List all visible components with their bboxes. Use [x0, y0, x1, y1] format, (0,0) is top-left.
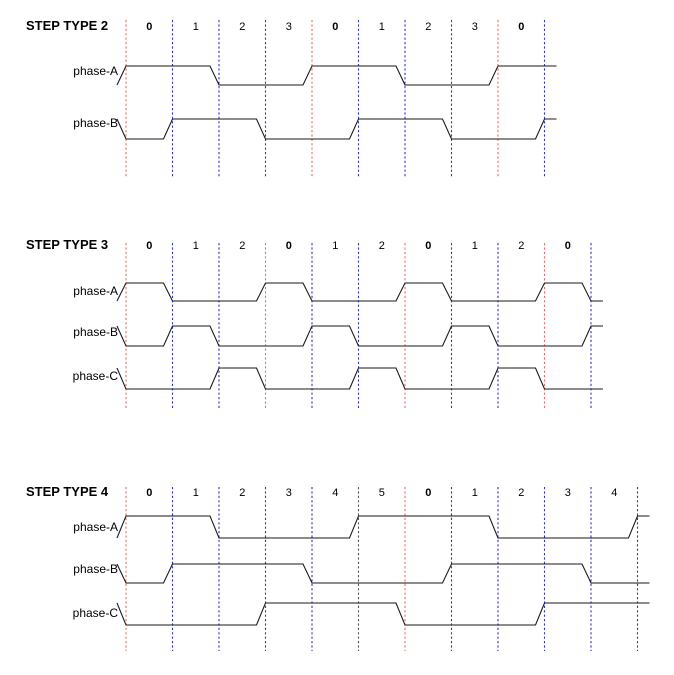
phase-label: phase-C [73, 369, 119, 383]
diagram-step-type-2: STEP TYPE 2 0 1 2 3 0 1 2 3 0 phase-A phase-B [26, 18, 557, 178]
step-label: 1 [332, 240, 338, 252]
waveform-phase-B [116, 563, 650, 584]
step-label: 5 [379, 487, 385, 499]
step-label: 1 [472, 487, 478, 499]
phase-label: phase-A [73, 284, 118, 298]
step-label: 1 [472, 240, 478, 252]
waveform-phase-C [116, 367, 603, 390]
step-label: 0 [425, 240, 431, 252]
step-label: 0 [332, 21, 338, 33]
step-label: 3 [286, 21, 292, 33]
step-label: 2 [239, 487, 245, 499]
step-label: 2 [239, 240, 245, 252]
phase-label: phase-C [73, 606, 119, 620]
diagram-step-type-3: STEP TYPE 3 0 1 2 0 1 2 0 1 2 0 phase-A phase-B phase… [26, 237, 603, 410]
step-label: 4 [332, 487, 338, 499]
phase-label: phase-B [73, 325, 118, 339]
phase-label: phase-B [73, 562, 118, 576]
step-label: 0 [146, 21, 152, 33]
diagram-step-type-4: STEP TYPE 4 0 1 2 3 4 5 0 1 2 3 4 phase-A phase-B phas… [26, 484, 650, 651]
waveform-phase-A [116, 515, 650, 539]
step-label: 4 [611, 487, 617, 499]
step-label: 0 [518, 21, 524, 33]
step-label: 1 [379, 21, 385, 33]
waveform-phase-C [116, 602, 650, 626]
step-label: 3 [286, 487, 292, 499]
step-label: 2 [239, 21, 245, 33]
diagram-title: STEP TYPE 3 [26, 237, 108, 252]
step-label: 2 [518, 240, 524, 252]
step-label: 0 [565, 240, 571, 252]
step-label: 2 [518, 487, 524, 499]
diagram-title: STEP TYPE 2 [26, 18, 108, 33]
waveform-phase-B [116, 118, 557, 140]
phase-label: phase-A [73, 64, 118, 78]
step-label: 0 [286, 240, 292, 252]
waveform-phase-A [116, 65, 557, 86]
step-label: 0 [425, 487, 431, 499]
step-label: 1 [193, 240, 199, 252]
step-label: 2 [425, 21, 431, 33]
waveform-phase-A [116, 282, 603, 302]
step-label: 1 [193, 487, 199, 499]
phase-label: phase-B [73, 116, 118, 130]
phase-label: phase-A [73, 520, 118, 534]
step-label: 2 [379, 240, 385, 252]
step-label: 3 [565, 487, 571, 499]
step-label: 1 [193, 21, 199, 33]
step-label: 0 [146, 240, 152, 252]
diagram-title: STEP TYPE 4 [26, 484, 109, 499]
step-label: 0 [146, 487, 152, 499]
step-label: 3 [472, 21, 478, 33]
waveform-phase-B [116, 325, 603, 347]
